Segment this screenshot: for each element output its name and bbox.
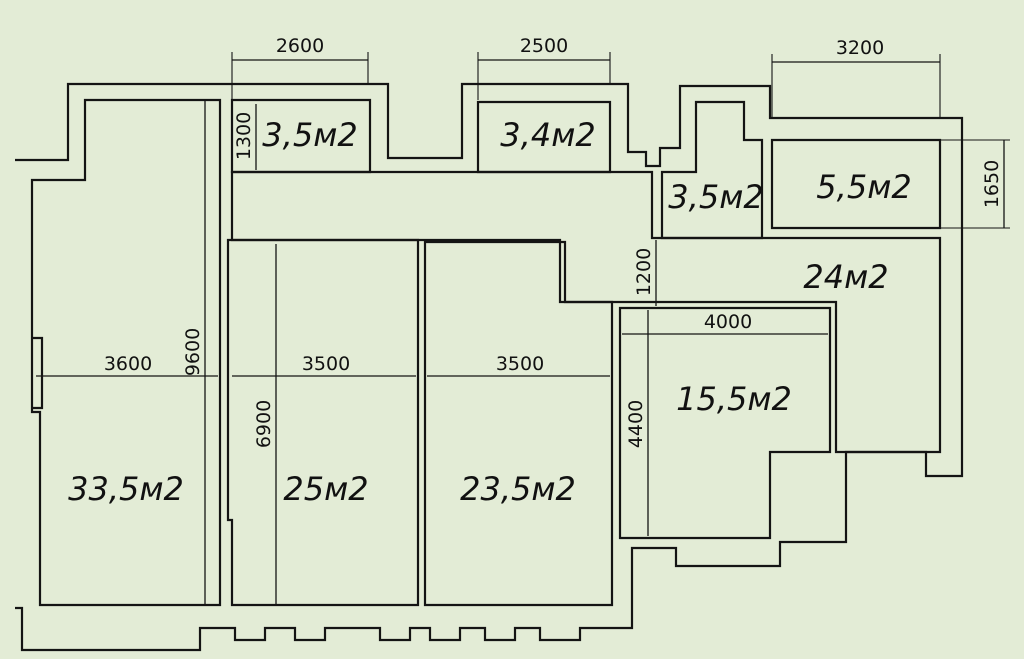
- dim-room-2-width: 3500: [302, 353, 350, 375]
- room-6-outline: [230, 98, 372, 174]
- dimension-lines: [36, 52, 1010, 605]
- dim-room-7-width: 2500: [520, 35, 568, 57]
- room-3-outline: [423, 240, 614, 607]
- hall-outline: [230, 170, 942, 454]
- area-room-2: 25м2: [283, 470, 368, 508]
- room-8-outline: [660, 100, 764, 240]
- room-7-outline: [476, 100, 612, 174]
- dim-room-4-width: 4000: [704, 311, 752, 333]
- area-room-4: 15,5м2: [676, 380, 792, 418]
- area-room-6: 3,5м2: [262, 116, 357, 154]
- dim-room-1-length: 9600: [182, 328, 204, 376]
- dim-room-1-width: 3600: [104, 353, 152, 375]
- dim-room-9-width: 3200: [836, 37, 884, 59]
- dim-room-4-length: 4400: [625, 400, 647, 448]
- dim-room-6-length: 1300: [233, 112, 255, 160]
- area-room-3: 23,5м2: [460, 470, 576, 508]
- area-room-9: 5,5м2: [816, 168, 911, 206]
- area-hall: 24м2: [803, 258, 888, 296]
- dim-room-2-length: 6900: [253, 400, 275, 448]
- room-1-outline: [30, 98, 222, 607]
- dim-room-9-length: 1650: [981, 160, 1003, 208]
- room-1-door: [32, 336, 44, 410]
- dim-hall-length: 1200: [633, 248, 655, 296]
- dim-room-6-width: 2600: [276, 35, 324, 57]
- area-room-7: 3,4м2: [500, 116, 595, 154]
- room-4-outline: [618, 306, 832, 540]
- dim-room-3-width: 3500: [496, 353, 544, 375]
- area-room-8: 3,5м2: [668, 178, 763, 216]
- area-room-1: 33,5м2: [68, 470, 184, 508]
- outer-wall: [15, 82, 964, 652]
